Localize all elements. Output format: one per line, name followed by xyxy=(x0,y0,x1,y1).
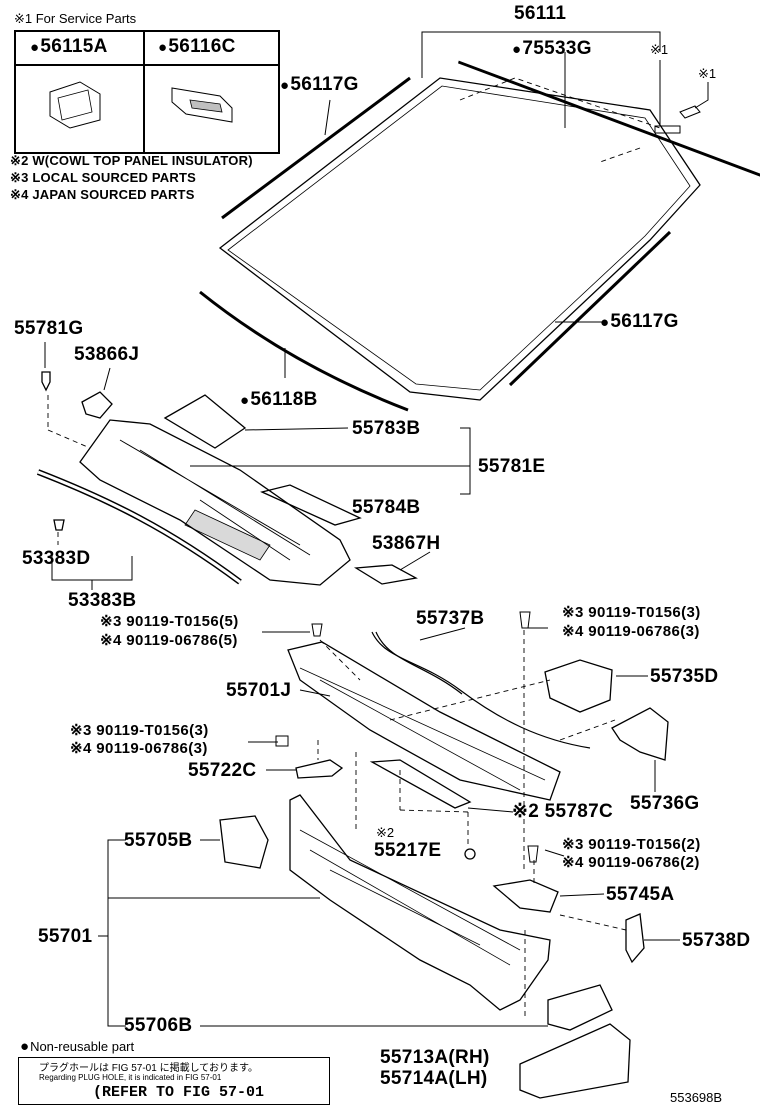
part-53867H xyxy=(353,564,418,585)
part-label[interactable]: 55738D xyxy=(682,930,751,951)
cowl-panel-55701J xyxy=(287,641,561,801)
thumb-56116C xyxy=(171,87,233,123)
cowl-louver-detail xyxy=(119,439,311,561)
figure-id: 553698B xyxy=(670,1090,723,1105)
seal-strip-inner xyxy=(37,470,241,584)
note-line: ※3 LOCAL SOURCED PARTS xyxy=(10,170,196,185)
bolt-b xyxy=(519,611,531,629)
part-label[interactable]: 55784B xyxy=(352,497,421,518)
part-label[interactable]: 53383B xyxy=(68,590,137,611)
part-label[interactable]: 55701J xyxy=(226,680,292,701)
bolt-label[interactable]: ※4 90119-06786(3) xyxy=(70,740,208,757)
windshield-glass xyxy=(218,77,701,401)
part-label[interactable]: ※2 55787C xyxy=(512,801,614,822)
part-label[interactable]: 55701 xyxy=(38,926,93,947)
part-55783B xyxy=(163,394,247,449)
part-label[interactable]: 53383D xyxy=(22,548,91,569)
part-label[interactable]: 55217E xyxy=(374,840,442,861)
bottom-molding xyxy=(199,290,409,412)
bolt-c xyxy=(275,735,289,747)
cowl-panel-detail xyxy=(299,667,546,791)
bolt-label[interactable]: ※4 90119-06786(5) xyxy=(100,632,238,649)
bolt-label[interactable]: ※4 90119-06786(3) xyxy=(562,623,700,640)
bracket-55722C xyxy=(295,759,344,779)
part-label[interactable]: 55737B xyxy=(416,608,485,629)
part-label[interactable]: 55781E xyxy=(478,456,546,477)
part-label-56115A[interactable]: 56115A xyxy=(30,36,108,58)
reference-box: プラグホールは FIG 57-01 に掲載しております。 Regarding P… xyxy=(18,1057,330,1105)
part-label[interactable]: 55722C xyxy=(188,760,257,781)
thumb-56115A-inner xyxy=(57,89,93,121)
clip-piece-b xyxy=(679,105,701,119)
bolt-label[interactable]: ※3 90119-T0156(3) xyxy=(562,604,701,621)
windshield-top-molding xyxy=(458,60,760,177)
part-55706B xyxy=(547,984,613,1031)
bolt-a xyxy=(311,623,323,637)
service-mark: ※1 xyxy=(698,66,717,81)
part-label[interactable]: 55745A xyxy=(606,884,675,905)
fastener-53383D xyxy=(53,519,65,531)
cowl-louver xyxy=(79,419,351,586)
part-label[interactable]: 56117G xyxy=(280,74,359,96)
part-label[interactable]: 55713A(RH) xyxy=(380,1047,490,1068)
part-label[interactable]: 55705B xyxy=(124,830,193,851)
bolt-label[interactable]: ※3 90119-T0156(3) xyxy=(70,722,209,739)
part-label[interactable]: 55783B xyxy=(352,418,421,439)
note-line: ※4 JAPAN SOURCED PARTS xyxy=(10,187,195,202)
hose-55737B xyxy=(371,631,591,749)
part-label[interactable]: 55714A(LH) xyxy=(380,1068,488,1089)
bolt-d xyxy=(527,845,539,863)
part-55705B xyxy=(219,815,269,869)
bolt-label[interactable]: ※3 90119-T0156(2) xyxy=(562,836,701,853)
side-molding-left xyxy=(221,76,411,220)
cowl-inner-detail xyxy=(299,829,521,966)
fastener-55781G xyxy=(41,371,51,392)
part-label-56116C[interactable]: 56116C xyxy=(158,36,236,58)
thumb-56116C-inner xyxy=(189,99,223,113)
clip-55217E xyxy=(464,848,476,860)
service-parts-box xyxy=(14,30,280,154)
bolt-label[interactable]: ※4 90119-06786(2) xyxy=(562,854,700,871)
part-label[interactable]: 53867H xyxy=(372,533,441,554)
part-55713A xyxy=(519,1023,631,1099)
part-label[interactable]: 56111 xyxy=(514,3,567,24)
part-label[interactable]: 56117G xyxy=(600,311,679,333)
part-label[interactable]: 55735D xyxy=(650,666,719,687)
part-53866J xyxy=(81,391,113,419)
clip-piece-a xyxy=(654,125,681,134)
divider xyxy=(16,64,278,66)
part-label[interactable]: 55781G xyxy=(14,318,84,339)
windshield-inner xyxy=(227,85,691,391)
bracket-55735D xyxy=(544,659,613,713)
part-label[interactable]: 53866J xyxy=(74,344,140,365)
reference-line: Regarding PLUG HOLE, it is indicated in … xyxy=(39,1073,222,1082)
part-label[interactable]: 75533G xyxy=(512,38,592,60)
windshield-dashed-frame xyxy=(459,77,661,163)
reference-link[interactable]: (REFER TO FIG 57-01 xyxy=(93,1084,265,1101)
part-55745A xyxy=(492,879,559,913)
note-mark: ※2 xyxy=(376,825,395,840)
divider xyxy=(143,32,145,152)
cowl-louver-grille xyxy=(184,509,271,561)
service-mark: ※1 xyxy=(650,42,669,57)
thumb-56115A xyxy=(49,81,101,129)
legend-non-reusable: Non-reusable part xyxy=(20,1038,134,1055)
bolt-label[interactable]: ※3 90119-T0156(5) xyxy=(100,613,239,630)
part-label[interactable]: 55706B xyxy=(124,1015,193,1036)
note-line: ※2 W(COWL TOP PANEL INSULATOR) xyxy=(10,153,253,168)
part-label[interactable]: 56118B xyxy=(240,389,318,411)
part-label[interactable]: 55736G xyxy=(630,793,700,814)
service-note-title: ※1 For Service Parts xyxy=(14,11,137,26)
part-55738D xyxy=(625,913,645,964)
insulator-55787C xyxy=(369,759,472,809)
reference-line: プラグホールは FIG 57-01 に掲載しております。 xyxy=(39,1063,258,1074)
part-55784B xyxy=(260,484,362,526)
side-molding-right xyxy=(508,230,672,387)
bracket-55736G xyxy=(611,707,669,761)
hose-55737B-b xyxy=(375,631,463,695)
cowl-inner-55701 xyxy=(289,794,551,1011)
